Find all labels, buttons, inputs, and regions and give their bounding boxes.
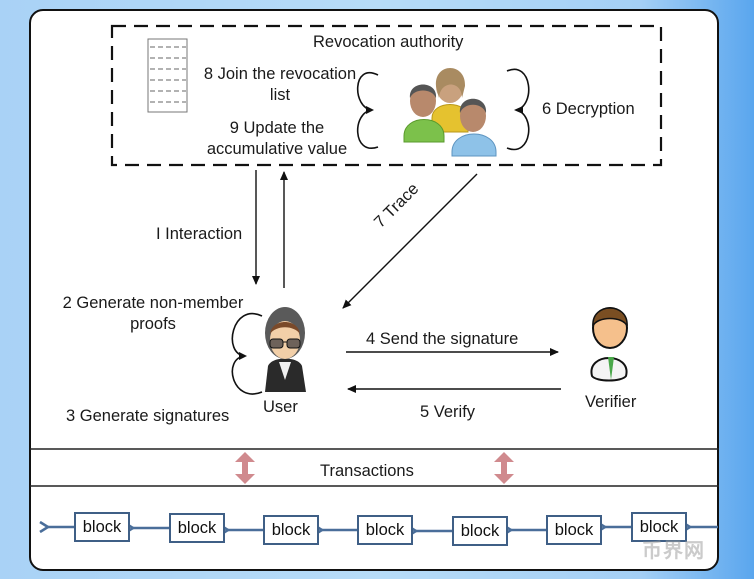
- step8-label: 8 Join the revocation list: [196, 64, 364, 107]
- step3-label: 3 Generate signatures: [66, 407, 230, 425]
- diagram-card: [29, 9, 719, 571]
- block: block: [263, 515, 319, 545]
- step9-line1: 9 Update the: [229, 119, 325, 137]
- trace-arrow: [342, 173, 478, 309]
- interaction-label: I Interaction: [156, 225, 243, 243]
- step2-line2: proofs: [130, 315, 176, 334]
- step9-line2: accumulative value: [206, 140, 348, 159]
- transaction-arrow-left: [235, 452, 255, 484]
- revocation-authority-box: [110, 24, 663, 167]
- step8-line2: list: [269, 86, 291, 105]
- transactions-label: Transactions: [320, 462, 414, 480]
- step9-label: 9 Update the accumulative value: [193, 118, 361, 161]
- block: block: [357, 515, 413, 545]
- user-avatar-icon: [265, 307, 306, 392]
- decryption-label: 6 Decryption: [542, 100, 635, 118]
- verify-label: 5 Verify: [420, 403, 476, 421]
- transaction-arrow-right: [494, 452, 514, 484]
- block: block: [452, 516, 508, 546]
- verifier-avatar-icon: [590, 307, 628, 382]
- verifier-label: Verifier: [585, 393, 637, 411]
- revocation-list-icon: [147, 38, 188, 113]
- authority-group-icon: [403, 68, 497, 157]
- send-signature-label: 4 Send the signature: [366, 330, 519, 348]
- block: block: [546, 515, 602, 545]
- block: block: [169, 513, 225, 543]
- block: block: [631, 512, 687, 542]
- revocation-authority-title: Revocation authority: [313, 33, 464, 51]
- step2-line1: 2 Generate non-member: [62, 294, 244, 312]
- step2-label: 2 Generate non-member proofs: [53, 293, 253, 336]
- user-self-loop: [231, 312, 263, 395]
- user-label: User: [263, 398, 298, 416]
- watermark-text: 币界网: [642, 540, 705, 562]
- step8-line1: 8 Join the revocation: [203, 65, 357, 83]
- block: block: [74, 512, 130, 542]
